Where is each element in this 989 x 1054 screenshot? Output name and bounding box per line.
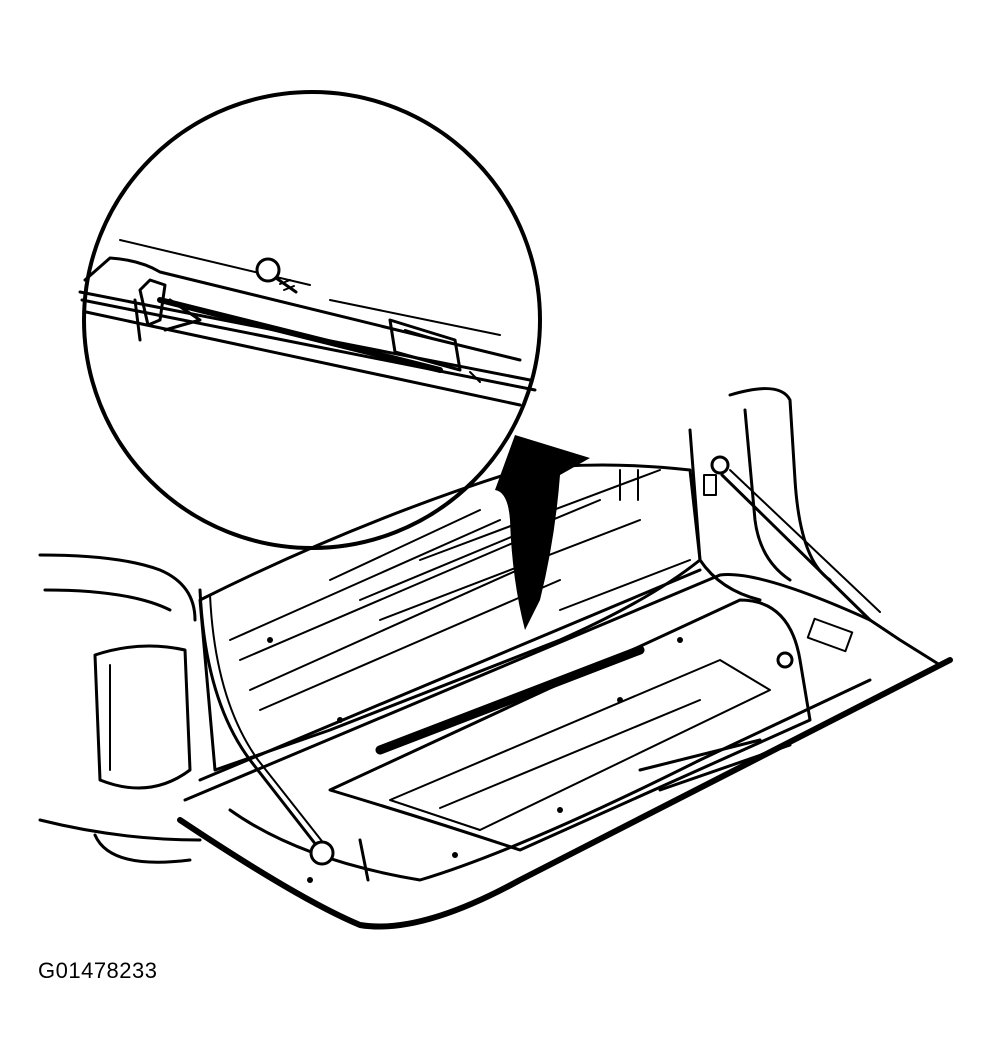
tailgate-panel (177, 568, 953, 930)
bed-side-wall-right (688, 387, 881, 622)
tailgate-support-cable-left (198, 588, 370, 882)
left-fender-taillight (38, 553, 202, 864)
figure-id-label: G01478233 (38, 958, 158, 983)
detail-magnifier-circle (78, 90, 542, 550)
detail-arrow-icon (495, 435, 590, 630)
